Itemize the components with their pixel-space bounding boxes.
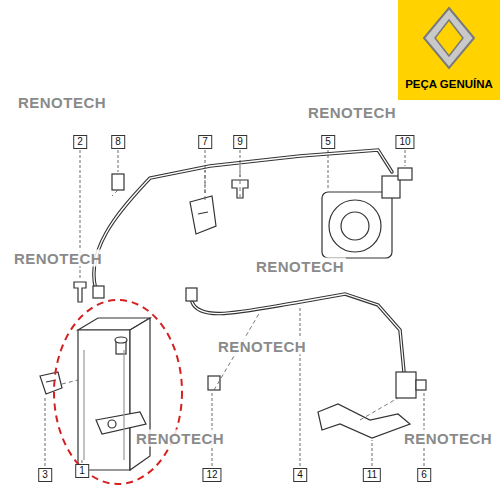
part-10-fitting — [398, 168, 412, 180]
throttle-body — [322, 176, 400, 258]
hose-connector — [186, 288, 197, 301]
logo-panel — [398, 0, 500, 100]
hose-connector — [93, 286, 104, 298]
watermark: RENOTECH — [16, 94, 108, 111]
watermark: RENOTECH — [12, 250, 104, 267]
part-11-bracket — [318, 404, 410, 438]
part-6-valve — [396, 372, 426, 398]
callout-number: 6 — [417, 468, 431, 482]
callout-number: 1 — [75, 464, 89, 478]
watermark: RENOTECH — [134, 430, 226, 447]
callout-number: 4 — [293, 468, 307, 482]
watermark: RENOTECH — [216, 338, 308, 355]
part-3-clip — [40, 372, 62, 394]
callout-number: 9 — [233, 135, 247, 149]
callout-number: 11 — [363, 468, 381, 482]
assembly-lines — [62, 168, 398, 420]
part-7-clip — [190, 196, 216, 234]
callout-number: 8 — [111, 135, 125, 149]
watermark: RENOTECH — [306, 104, 398, 121]
part-1-canister — [78, 318, 150, 470]
callout-number: 7 — [198, 135, 212, 149]
callout-number: 3 — [38, 468, 52, 482]
leader-lines — [45, 150, 424, 466]
renault-logo-inner — [435, 20, 463, 56]
callout-number: 2 — [73, 135, 87, 149]
watermark: RENOTECH — [402, 430, 494, 447]
callout-number: 12 — [202, 468, 221, 482]
highlight-ring — [54, 300, 182, 484]
part-8-connector — [112, 174, 124, 190]
brand-text: PEÇA GENUÍNA — [405, 78, 493, 90]
part-2-screw — [74, 282, 86, 302]
watermark: RENOTECH — [254, 258, 346, 275]
lower-hose — [192, 294, 404, 372]
renault-logo — [424, 8, 474, 68]
callout-number: 10 — [395, 135, 414, 149]
upper-hose — [94, 150, 392, 296]
callout-number: 5 — [321, 135, 335, 149]
